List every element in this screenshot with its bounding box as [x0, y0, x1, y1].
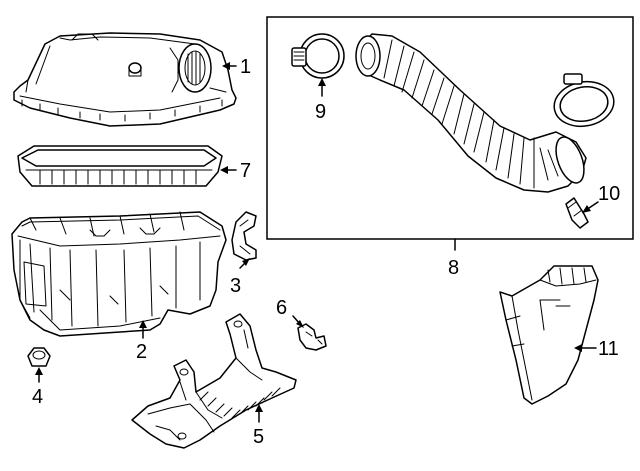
callout-5: 5 — [253, 426, 264, 448]
air-cleaner-box — [11, 211, 227, 337]
callout-3: 3 — [230, 275, 241, 297]
callout-11: 11 — [598, 338, 619, 360]
callout-9: 9 — [315, 101, 326, 123]
callout-8: 8 — [448, 257, 459, 279]
nut — [27, 347, 51, 367]
callout-2: 2 — [136, 341, 147, 363]
callout-1: 1 — [240, 56, 251, 78]
hose-group-box — [266, 16, 634, 251]
callout-labels: 1 7 3 2 4 6 5 9 10 8 11 — [32, 56, 620, 448]
callout-7: 7 — [240, 160, 251, 182]
hose-clamp — [291, 33, 345, 79]
intake-hose — [355, 33, 587, 193]
air-duct — [499, 265, 599, 405]
bolt — [297, 323, 327, 351]
hose-clamp-right — [553, 73, 615, 128]
callout-4: 4 — [32, 386, 43, 408]
air-cleaner-lid — [13, 32, 237, 127]
sensor — [565, 197, 589, 229]
support-bracket — [131, 313, 297, 449]
clip — [231, 211, 257, 261]
callout-6: 6 — [276, 297, 287, 319]
air-filter — [17, 145, 223, 187]
leaders — [35, 62, 599, 423]
callout-10: 10 — [598, 183, 620, 205]
